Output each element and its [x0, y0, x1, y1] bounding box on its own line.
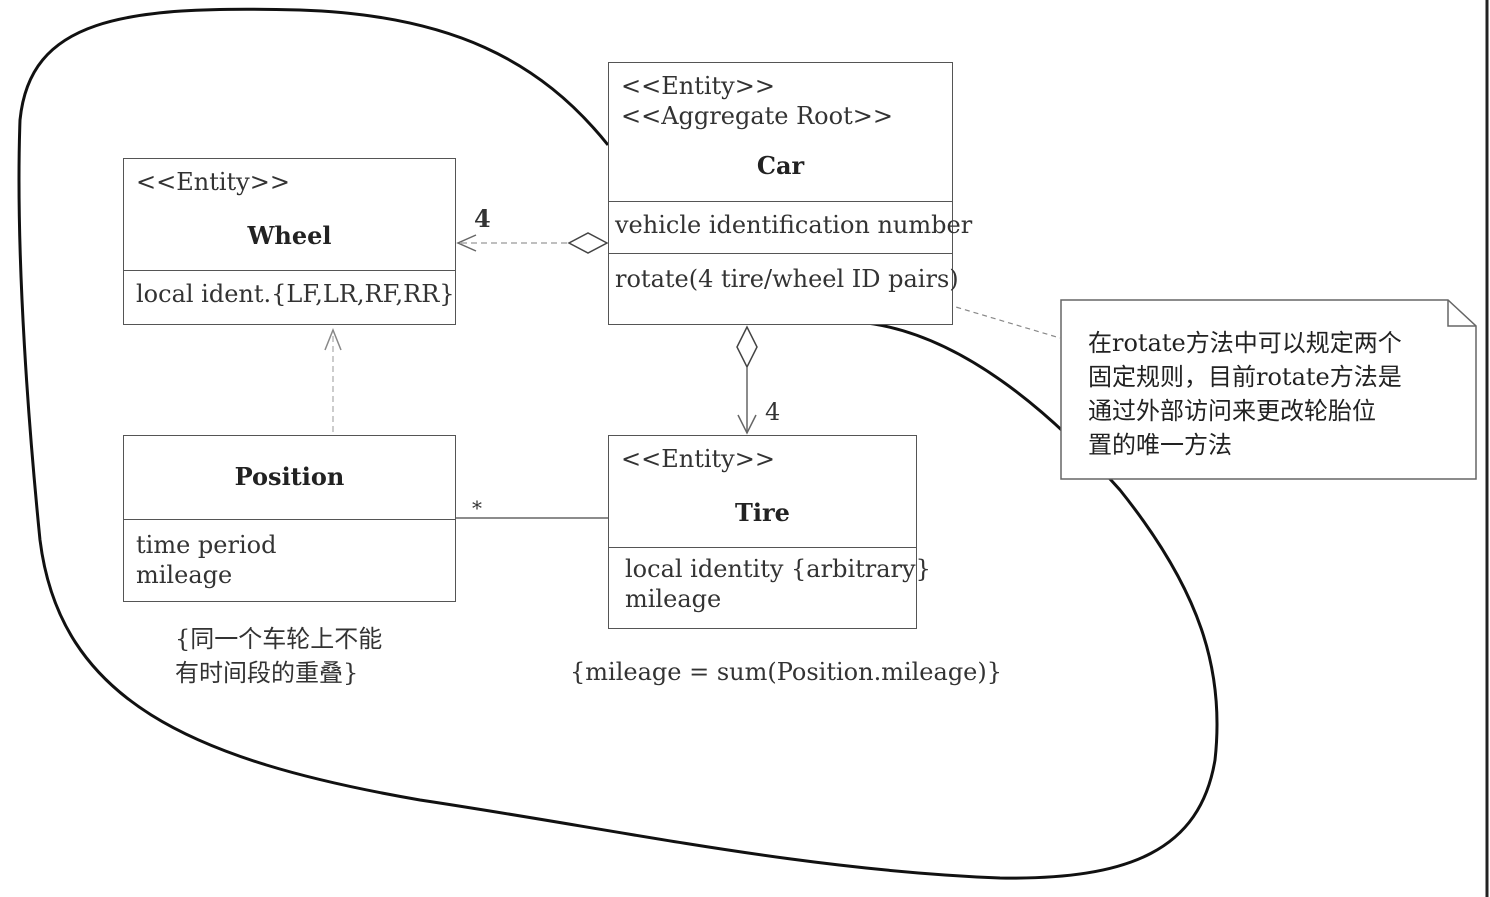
wheel-class-name: Wheel	[247, 221, 332, 250]
note-line-2: 固定规则，目前rotate方法是	[1088, 363, 1402, 391]
car-class-name: Car	[756, 151, 805, 180]
car-stereotype-entity: <<Entity>>	[621, 72, 775, 100]
wheel-stereotype-entity: <<Entity>>	[136, 168, 290, 196]
tire-attribute-local-identity: local identity {arbitrary}	[625, 555, 931, 583]
position-attribute-time-period: time period	[136, 531, 277, 559]
car-operations: rotate(4 tire/wheel ID pairs)	[609, 253, 959, 294]
position-wheel-arrowhead	[324, 327, 342, 351]
wheel-attributes: local ident.{LF,LR,RF,RR}	[124, 270, 455, 309]
note-box	[1060, 299, 1477, 480]
tire-attribute-mileage: mileage	[625, 585, 722, 613]
car-tire-arrowhead	[737, 414, 757, 435]
car-tire-aggregation-diamond	[736, 325, 758, 369]
car-header: <<Entity>> <<Aggregate Root>> Car	[609, 63, 952, 201]
car-attribute-vin: vehicle identification number	[615, 211, 973, 239]
position-constraint-line-1: {同一个车轮上不能	[175, 625, 383, 653]
tire-stereotype-entity: <<Entity>>	[621, 445, 775, 473]
car-wheel-aggregation-diamond	[567, 232, 609, 254]
note-fold	[1447, 300, 1476, 327]
note-anchor-line	[938, 301, 1061, 339]
position-constraint: {同一个车轮上不能 有时间段的重叠}	[175, 622, 382, 690]
class-car: <<Entity>> <<Aggregate Root>> Car vehicl…	[608, 62, 973, 325]
note-text: 在rotate方法中可以规定两个 固定规则，目前rotate方法是 通过外部访问…	[1088, 326, 1402, 462]
car-stereotype-aggregate-root: <<Aggregate Root>>	[621, 102, 893, 130]
note-line-4: 置的唯一方法	[1088, 431, 1232, 459]
position-attribute-mileage: mileage	[136, 561, 233, 589]
tire-attributes: local identity {arbitrary} mileage	[609, 547, 931, 614]
class-tire: <<Entity>> Tire local identity {arbitrar…	[608, 435, 931, 629]
position-class-name: Position	[234, 462, 345, 491]
class-wheel: <<Entity>> Wheel local ident.{LF,LR,RF,R…	[123, 158, 456, 325]
tire-constraint: {mileage = sum(Position.mileage)}	[570, 658, 1003, 686]
wheel-attribute-local-ident: local ident.{LF,LR,RF,RR}	[136, 280, 455, 308]
position-constraint-line-2: 有时间段的重叠}	[175, 659, 359, 687]
multiplicity-position-tire: *	[472, 496, 482, 520]
wheel-header: <<Entity>> Wheel	[124, 159, 455, 270]
position-header: Position	[124, 436, 455, 519]
tire-header: <<Entity>> Tire	[609, 436, 916, 547]
multiplicity-car-tire: 4	[765, 398, 781, 426]
tire-class-name: Tire	[735, 498, 790, 527]
aggregate-boundary	[17, 7, 1219, 880]
class-position: Position time period mileage	[123, 435, 456, 602]
car-attributes: vehicle identification number	[609, 201, 973, 253]
multiplicity-car-wheel: 4	[474, 204, 491, 233]
note-line-1: 在rotate方法中可以规定两个	[1088, 329, 1402, 357]
car-operation-rotate: rotate(4 tire/wheel ID pairs)	[615, 265, 959, 293]
position-attributes: time period mileage	[124, 519, 455, 590]
car-wheel-arrowhead	[456, 234, 477, 252]
note-line-3: 通过外部访问来更改轮胎位	[1088, 397, 1376, 425]
